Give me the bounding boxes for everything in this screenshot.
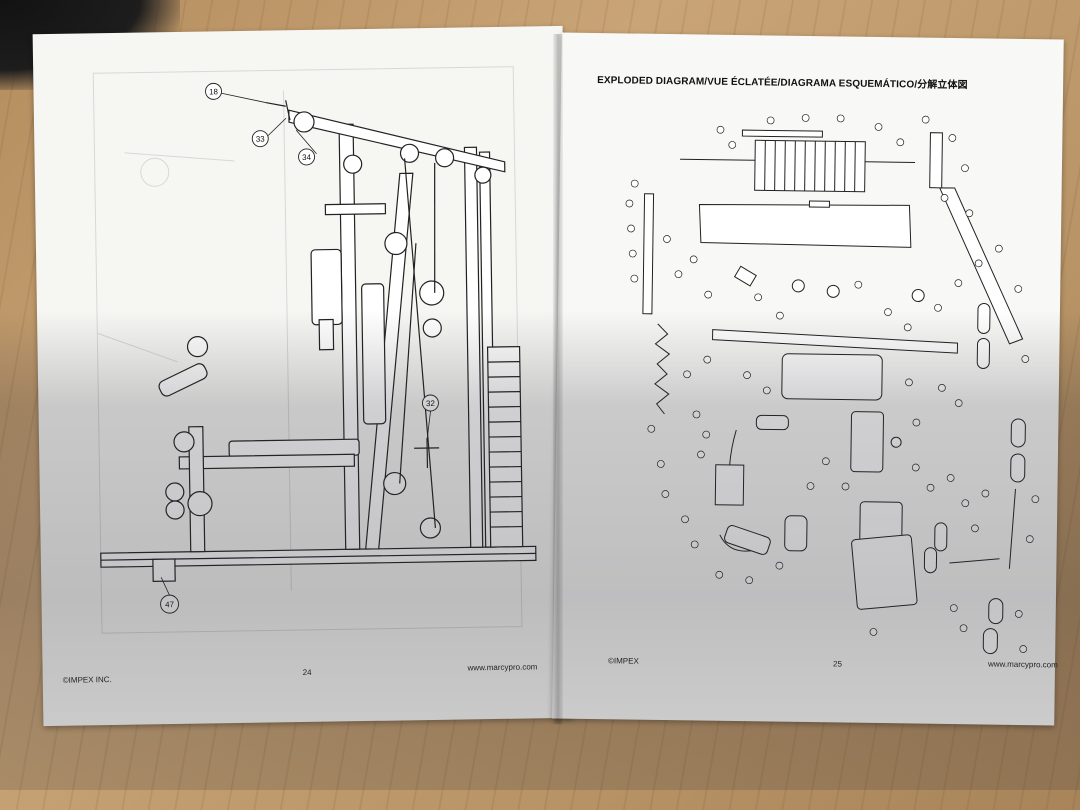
callout-47: 47 <box>160 594 180 614</box>
weight-stack <box>486 345 524 548</box>
left-footer-website: www.marcypro.com <box>467 662 538 673</box>
svg-text:18: 18 <box>209 87 219 96</box>
assembled-gym-drawing: 18 33 34 32 47 <box>92 66 537 634</box>
callout-18: 18 <box>205 82 222 100</box>
callout-34: 34 <box>298 148 316 166</box>
callout-32: 32 <box>421 394 439 412</box>
exploded-diagram <box>625 114 1040 655</box>
svg-text:47: 47 <box>165 600 175 609</box>
callout-33: 33 <box>251 130 269 148</box>
right-footer-copyright: ©IMPEX <box>607 656 639 666</box>
left-footer-copyright: ©IMPEX INC. <box>62 675 112 685</box>
svg-text:34: 34 <box>302 153 312 162</box>
right-footer-page-number: 25 <box>832 659 842 669</box>
right-page: EXPLODED DIAGRAM/VUE ÉCLATÉE/DIAGRAMA ES… <box>552 32 1064 726</box>
right-footer-website: www.marcypro.com <box>987 659 1058 670</box>
svg-text:33: 33 <box>256 135 266 144</box>
book-gutter <box>553 34 563 724</box>
left-page: 18 33 34 32 47 ©IMPEX INC. 24 www.marcyp… <box>32 25 574 727</box>
svg-text:32: 32 <box>426 399 436 408</box>
left-footer-page-number: 24 <box>302 667 312 678</box>
